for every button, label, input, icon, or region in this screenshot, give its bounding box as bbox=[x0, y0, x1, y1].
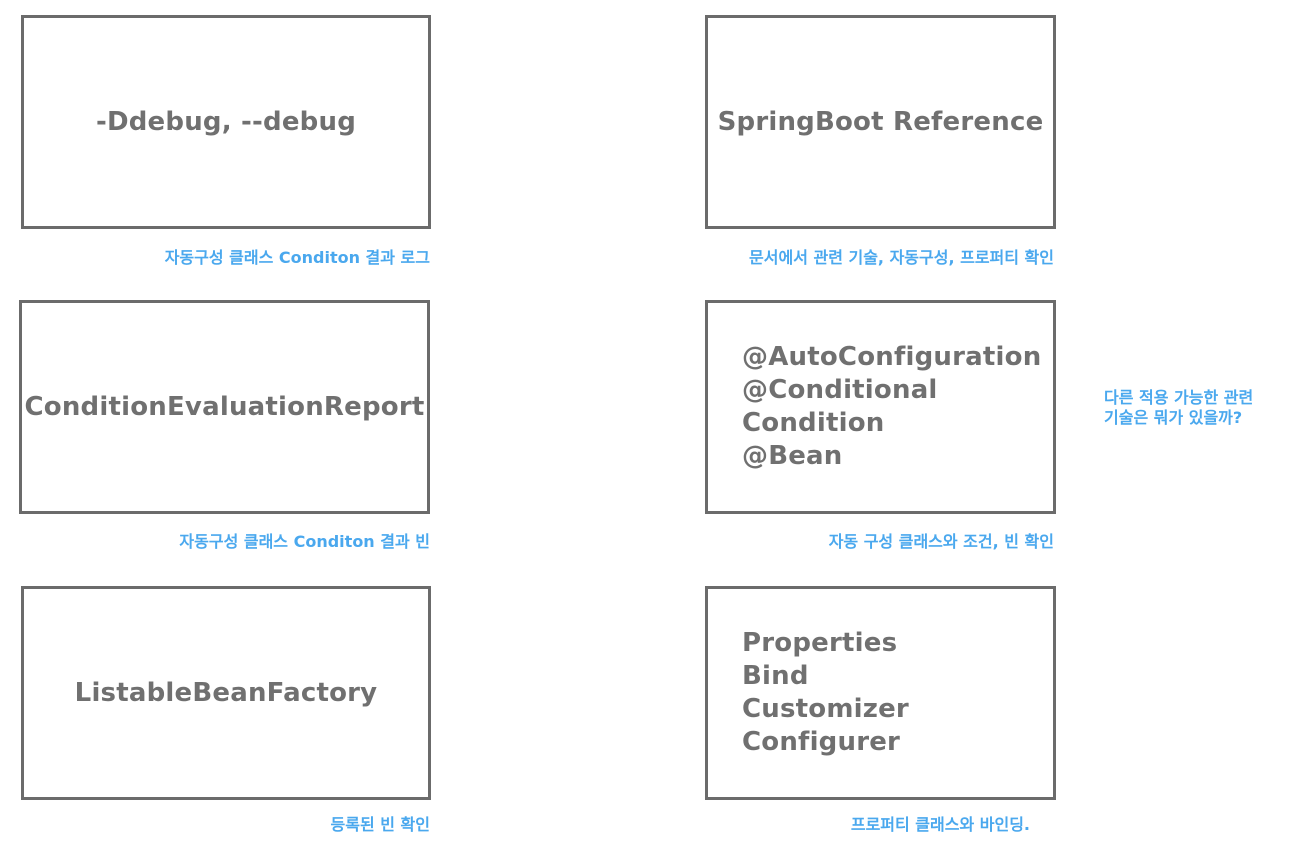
customizer-line: Customizer bbox=[742, 694, 909, 724]
springboot-reference-text: SpringBoot Reference bbox=[717, 107, 1044, 137]
springboot-reference-card: SpringBoot Reference bbox=[705, 15, 1056, 229]
debug-option-text: -Ddebug, --debug bbox=[95, 107, 357, 137]
side-note: 다른 적용 가능한 관련 기술은 뭐가 있을까? bbox=[1104, 388, 1253, 428]
debug-option-caption: 자동구성 클래스 Conditon 결과 로그 bbox=[164, 248, 430, 267]
side-note-line-2: 기술은 뭐가 있을까? bbox=[1104, 408, 1243, 427]
conditional-line: @Conditional bbox=[742, 375, 938, 405]
auto-configuration-card: @AutoConfiguration @Conditional Conditio… bbox=[705, 300, 1056, 514]
side-note-line-1: 다른 적용 가능한 관련 bbox=[1104, 388, 1254, 407]
condition-evaluation-report-text: ConditionEvaluationReport bbox=[24, 392, 425, 422]
properties-caption: 프로퍼티 클래스와 바인딩. bbox=[850, 815, 1030, 834]
debug-option-card: -Ddebug, --debug bbox=[21, 15, 431, 229]
listable-bean-factory-card: ListableBeanFactory bbox=[21, 586, 431, 800]
springboot-reference-caption: 문서에서 관련 기술, 자동구성, 프로퍼티 확인 bbox=[749, 248, 1054, 267]
bean-line: @Bean bbox=[742, 441, 843, 471]
auto-configuration-caption: 자동 구성 클래스와 조건, 빈 확인 bbox=[828, 532, 1054, 551]
bind-line: Bind bbox=[742, 661, 809, 691]
configurer-line: Configurer bbox=[742, 727, 901, 757]
condition-evaluation-report-card: ConditionEvaluationReport bbox=[19, 300, 430, 514]
condition-evaluation-report-caption: 자동구성 클래스 Conditon 결과 빈 bbox=[179, 532, 430, 551]
auto-configuration-line: @AutoConfiguration bbox=[742, 342, 1042, 372]
properties-line: Properties bbox=[742, 628, 898, 658]
listable-bean-factory-caption: 등록된 빈 확인 bbox=[330, 815, 430, 834]
condition-line: Condition bbox=[742, 408, 885, 438]
listable-bean-factory-text: ListableBeanFactory bbox=[74, 678, 378, 708]
properties-card: Properties Bind Customizer Configurer bbox=[705, 586, 1056, 800]
